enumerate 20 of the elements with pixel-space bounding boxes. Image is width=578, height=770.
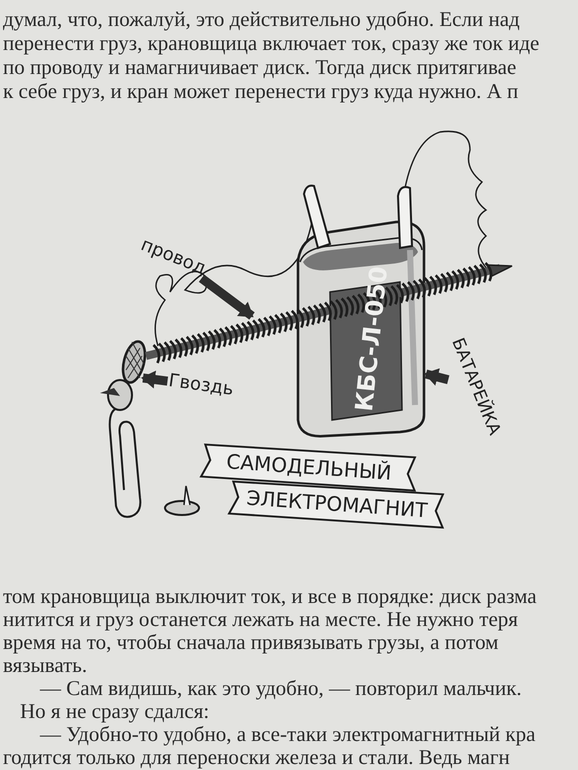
battery-marking: КБС-Л-050: [352, 265, 392, 412]
nail-head-drawing: [122, 340, 146, 384]
body-text-line: по проводу и намагничивает диск. Тогда диск притягивае: [3, 56, 516, 78]
arrow: [424, 368, 450, 386]
body-text-line: — Сам видишь, как это удобно, — повторил мальчик.: [40, 677, 522, 699]
arrow: [198, 274, 255, 320]
body-text-line: перенести груз, крановщица включает ток, сразу же ток иде: [3, 32, 540, 54]
body-text-line: думал, что, пожалуй, это действительно удобно. Если над: [3, 8, 520, 30]
body-text-line: нитится и груз останется лежать на месте. Не нужно теря: [3, 608, 518, 630]
part-label: Гвоздь: [168, 372, 235, 399]
body-text-line: к себе груз, и кран может перенести груз куда нужно. А п: [3, 80, 518, 102]
arrow: [141, 370, 168, 388]
title-ribbon: ЭЛЕКТРОМАГНИТ: [227, 478, 447, 530]
body-text-line: время на то, чтобы сначала привязывать грузы, а потом: [3, 631, 498, 653]
body-text-line: — Удобно-то удобно, а все-таки электромагнитный кра: [40, 723, 536, 745]
body-text-line: вязывать.: [3, 654, 88, 676]
body-text-line: годится только для переноски железа и стали. Ведь магн: [3, 746, 510, 768]
battery-drawing: [296, 184, 426, 438]
body-text-line: том крановщица выключит ток, и все в порядке: диск разма: [3, 585, 537, 607]
body-text-line: Но я не сразу сдался:: [20, 700, 210, 722]
